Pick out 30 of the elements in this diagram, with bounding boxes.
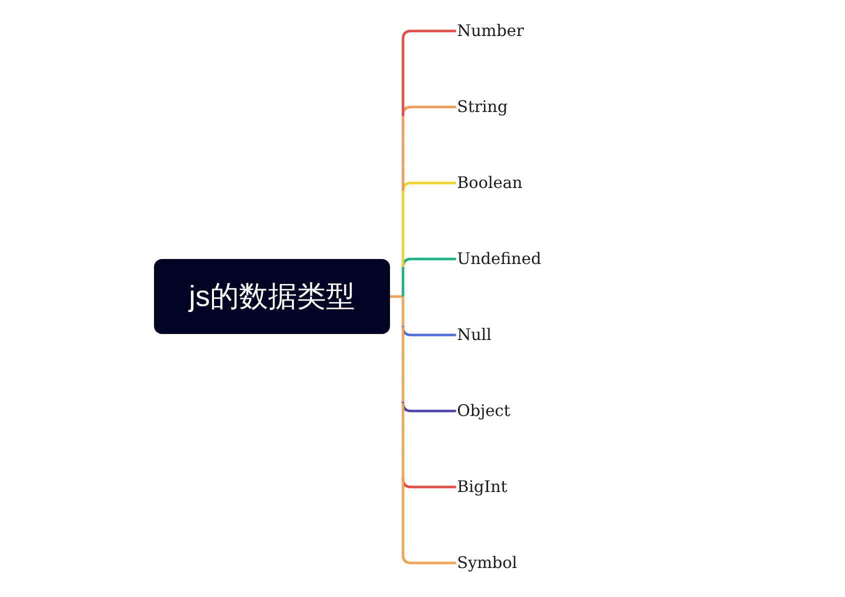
connector-trunk <box>402 378 404 403</box>
topic-label: String <box>457 96 508 118</box>
branch-connector <box>402 30 456 116</box>
topic-label: Object <box>457 400 510 422</box>
topic-label: Symbol <box>457 552 518 574</box>
topic-label: Number <box>457 20 524 42</box>
branch-connector <box>402 326 456 336</box>
topic-label: Undefined <box>457 248 542 270</box>
branch-connector <box>402 258 456 268</box>
topic-label: Boolean <box>457 172 522 194</box>
branch-connector <box>402 402 456 412</box>
connector-trunk <box>402 352 404 378</box>
connector-trunk <box>390 295 403 298</box>
connector-trunk <box>402 428 404 454</box>
connector-trunk <box>402 115 404 140</box>
connector-trunk <box>402 191 404 216</box>
connector-trunk <box>402 140 404 166</box>
topic-label: BigInt <box>457 476 508 498</box>
connector-trunk <box>402 454 404 479</box>
connector-trunk <box>402 267 404 296</box>
root-topic-box: js的数据类型 <box>154 259 390 334</box>
connector-trunk <box>402 242 404 267</box>
branch-connector <box>402 182 456 192</box>
connector-trunk <box>402 166 404 191</box>
connector-trunk <box>402 216 404 242</box>
topic-label: Null <box>457 324 492 346</box>
branch-connector <box>402 478 456 564</box>
connector-trunk <box>402 327 404 352</box>
connector-trunk <box>402 403 404 428</box>
connector-trunk <box>402 296 404 327</box>
